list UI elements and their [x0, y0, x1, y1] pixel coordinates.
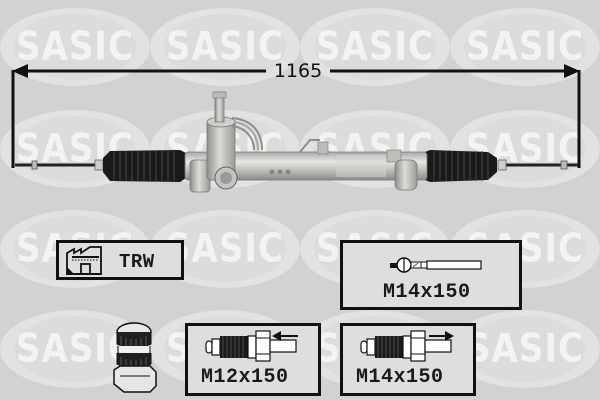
arrow-right-icon: [564, 64, 580, 78]
left-bellows: [103, 150, 186, 182]
manufacturer-label: TRW: [119, 251, 155, 273]
watermark-logo: SASIC: [450, 8, 600, 86]
watermark-logo: SASIC: [300, 8, 450, 86]
tie-rod-thread-label: M14x150: [383, 281, 471, 304]
fitting-2-thread-label: M14x150: [356, 366, 444, 389]
fitting-1-thread-label: M12x150: [201, 366, 289, 389]
factory-icon: [66, 246, 102, 275]
pipe-fitting-box-1: M12x150: [185, 323, 321, 396]
arrow-left-icon: [272, 331, 281, 341]
watermark-logo: SASIC: [450, 310, 600, 388]
pipe-fitting-box-2: M14x150: [340, 323, 476, 396]
watermark-logo: SASIC: [150, 8, 300, 86]
overall-length-label: 1165: [273, 60, 323, 82]
dimension-line: [11, 64, 581, 168]
tie-rod-thread-box: M14x150: [340, 240, 522, 310]
tie-rod-icon: [390, 257, 482, 273]
right-bellows: [425, 150, 497, 182]
cap-nut-icon: [113, 322, 157, 393]
pipe-fitting-icon: [205, 330, 298, 362]
pipe-fitting-icon: [360, 330, 454, 362]
arrow-right-icon: [445, 331, 454, 341]
arrow-left-icon: [12, 64, 28, 78]
manufacturer-box: TRW: [56, 240, 184, 280]
